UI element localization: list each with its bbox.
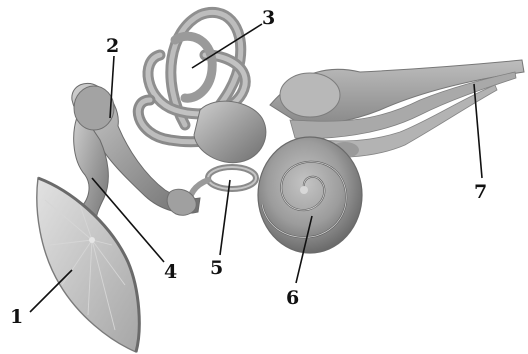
vestibule-shape: [194, 101, 266, 163]
label-4: 4: [164, 261, 177, 283]
label-7: 7: [474, 181, 487, 203]
label-6: 6: [286, 287, 299, 309]
label-3: 3: [262, 7, 275, 29]
label-5: 5: [210, 257, 223, 279]
label-1: 1: [10, 306, 23, 328]
cochlea-shape: [258, 137, 362, 253]
label-2: 2: [106, 35, 119, 57]
